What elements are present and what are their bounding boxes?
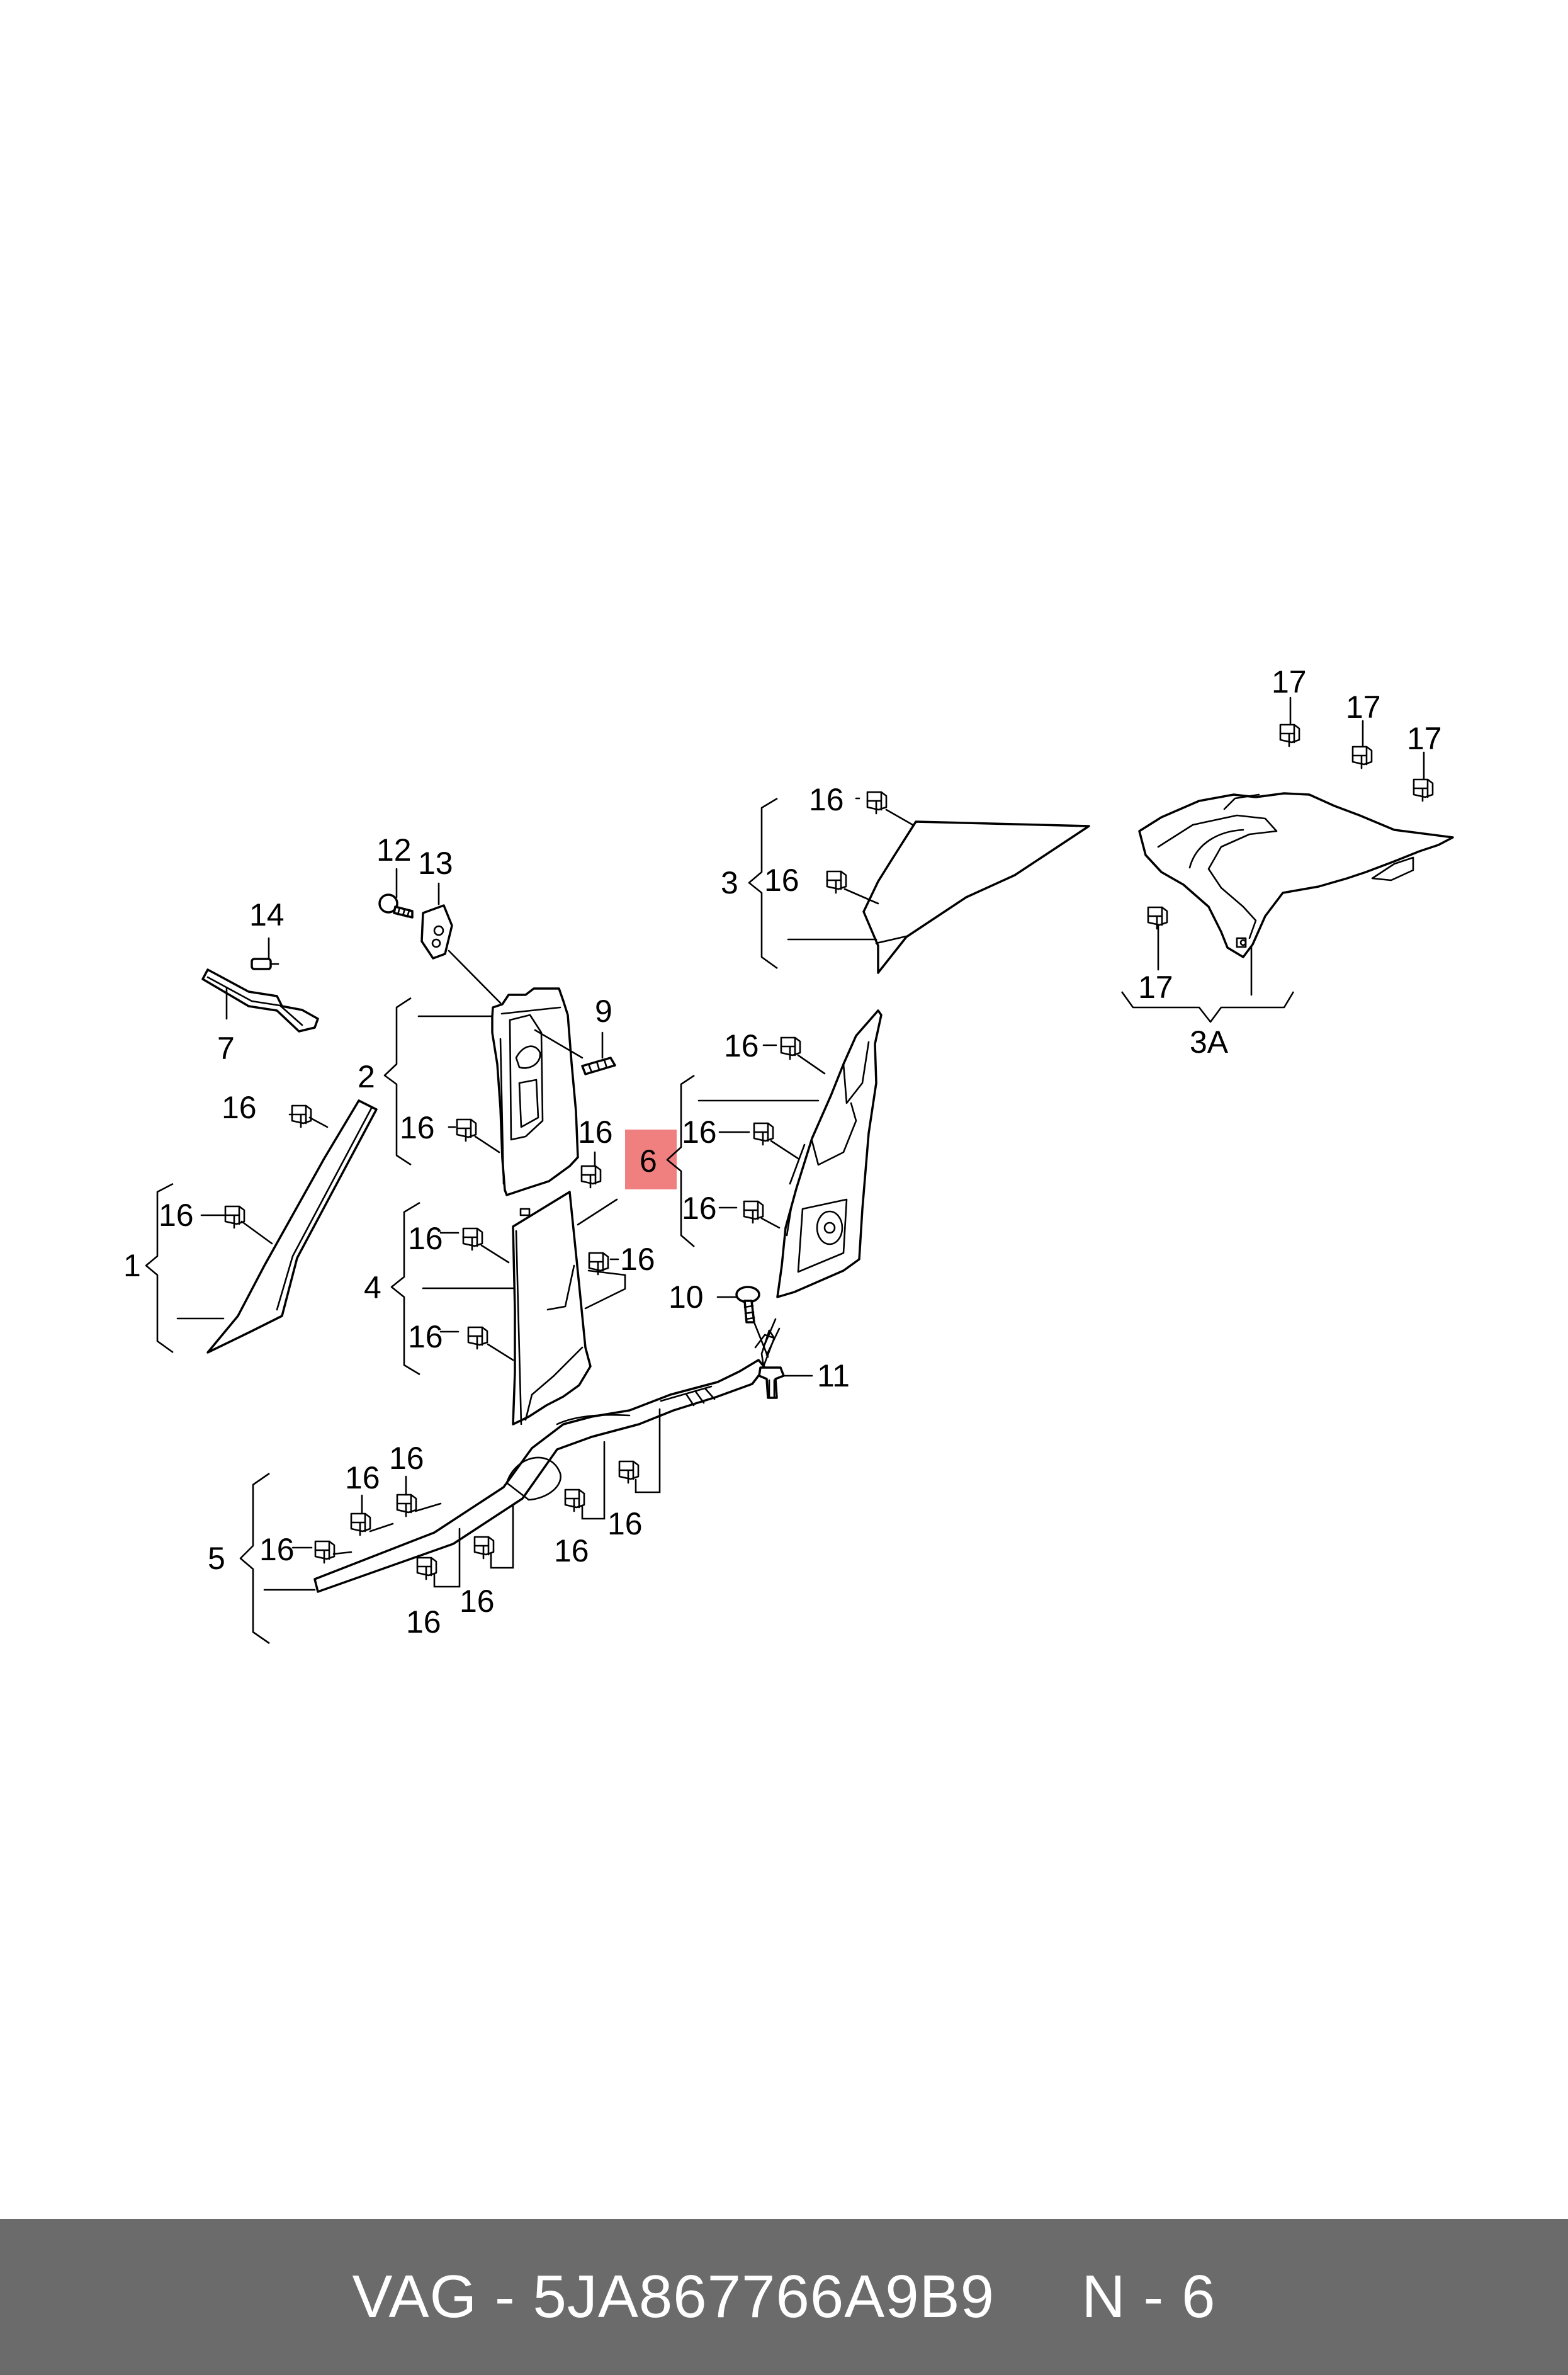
callout-16: 16 [259,1532,295,1567]
callout-10: 10 [668,1279,704,1315]
callout-16: 16 [682,1114,717,1150]
callout-17: 17 [1138,970,1173,1005]
callout-9: 9 [595,994,612,1029]
callout-17: 17 [1346,689,1381,725]
callout-12: 12 [376,832,412,868]
callout-6: 6 [640,1143,657,1179]
bracket-4 [390,1201,420,1376]
part-6-c-pillar-trim [776,1009,883,1298]
bracket-2 [383,997,412,1166]
callout-16: 16 [389,1441,424,1476]
bracket-3 [748,797,778,970]
callout-1: 1 [123,1248,141,1283]
callout-16: 16 [682,1191,717,1226]
callout-16: 16 [408,1319,443,1354]
footer-bar: VAG - 5JA867766A9B9 N - 6 [0,2219,1568,2375]
callout-16: 16 [764,863,799,898]
clip-icon [581,1031,616,1075]
callout-16: 16 [460,1584,495,1619]
callout-16: 16 [809,782,844,817]
callout-17: 17 [1272,664,1307,700]
part-number-label: VAG - 5JA867766A9B9 N - 6 [352,2263,1216,2330]
bracket-6 [666,1074,695,1247]
callout-16: 16 [406,1604,441,1640]
part-4-b-pillar-lower [512,1191,592,1426]
part-7-bracket [201,968,319,1033]
callout-16: 16 [578,1114,613,1150]
part-3a-roof-trim [1138,792,1454,958]
clip-icon [420,882,453,960]
callout-3: 3 [721,865,738,900]
callout-16: 16 [724,1028,759,1063]
callout-16: 16 [408,1221,443,1256]
callout-16: 16 [400,1110,435,1145]
bracket-1 [145,1182,174,1354]
screw-icon [378,868,414,919]
callout-14: 14 [249,897,285,932]
callout-2: 2 [358,1059,375,1094]
screw-icon [716,1286,769,1358]
parts-diagram: 7 14 16 16 1 12 13 16 2 [123,664,1454,1645]
callout-5: 5 [208,1541,225,1576]
rivet-icon [758,1366,813,1399]
callout-16: 16 [554,1533,589,1568]
callout-4: 4 [364,1270,381,1305]
part-1-a-pillar-trim [206,1099,378,1354]
callout-11: 11 [817,1358,850,1393]
bracket-3a [1120,991,1295,1023]
callout-17: 17 [1407,721,1442,756]
screw-icon [251,937,279,970]
callout-16: 16 [607,1506,643,1541]
callout-3a: 3A [1190,1024,1229,1060]
part-2-b-pillar-upper [491,987,579,1196]
callout-13: 13 [418,846,453,881]
callout-16: 16 [345,1460,380,1495]
part-5-sill-trim [313,1359,766,1593]
bracket-5 [239,1472,270,1645]
part-3-quarter-trim [862,820,1090,974]
callout-16: 16 [620,1242,655,1277]
callout-16: 16 [222,1090,257,1125]
callout-16: 16 [159,1198,194,1233]
callout-7: 7 [217,1031,235,1066]
